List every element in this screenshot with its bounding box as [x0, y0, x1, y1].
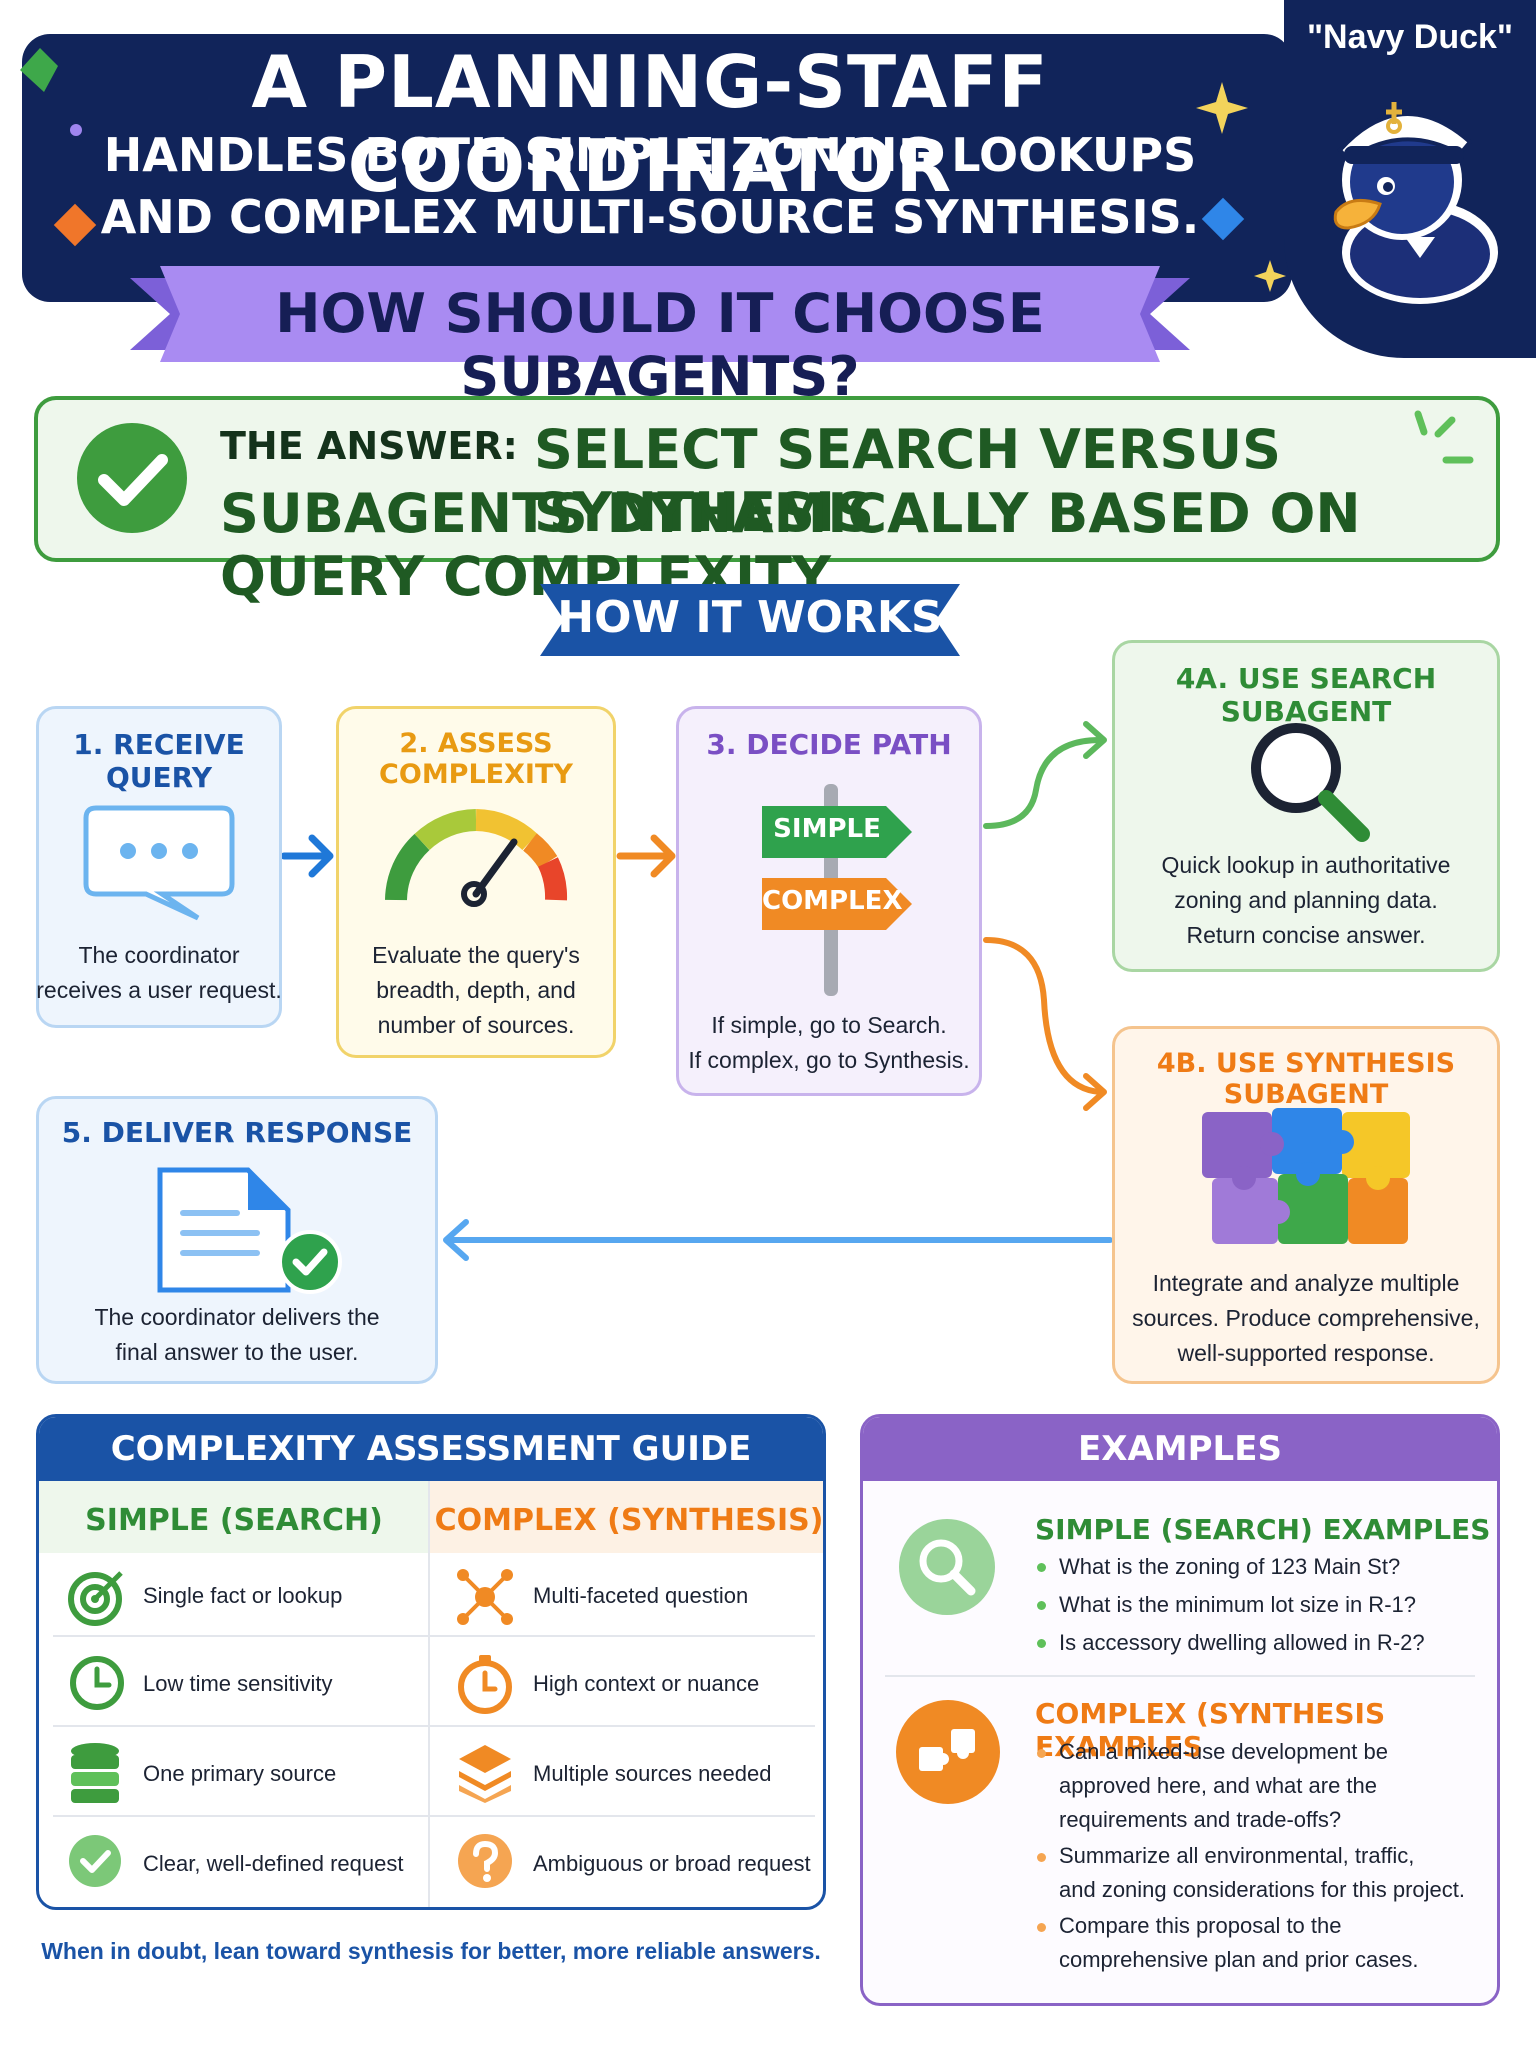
example-complex-1a: Can a mixed-use development be	[1059, 1739, 1388, 1764]
guide-title: COMPLEXITY ASSESSMENT GUIDE	[110, 1429, 752, 1469]
example-simple-1: What is the zoning of 123 Main St?	[1059, 1554, 1401, 1579]
puzzle-example-icon	[896, 1700, 1000, 1804]
guide-tip: When in doubt, lean toward synthesis for…	[41, 1938, 821, 1964]
sign-complex: COMPLEX	[762, 886, 903, 916]
clock-icon	[70, 1656, 124, 1710]
signpost-icon	[762, 784, 912, 996]
step-deliver-title: 5. DELIVER RESPONSE	[61, 1116, 413, 1149]
guide-simple-row-4: Clear, well-defined request	[143, 1851, 404, 1876]
example-complex-3a: Compare this proposal to the	[1059, 1913, 1342, 1938]
step-assess-desc-2: breadth, depth, and	[376, 977, 576, 1003]
examples-title: EXAMPLES	[1078, 1429, 1282, 1469]
arrow-to-deliver	[443, 1219, 1113, 1261]
target-icon	[68, 1571, 123, 1626]
database-icon	[71, 1743, 119, 1803]
search-example-icon	[899, 1519, 995, 1615]
answer-line-1: SELECT SEARCH VERSUS SYNTHESIS	[534, 418, 1282, 544]
examples-simple-title: SIMPLE (SEARCH) EXAMPLES	[1035, 1513, 1491, 1546]
step-decide-desc-2: If complex, go to Synthesis.	[688, 1047, 970, 1073]
guide-complex-row-4: Ambiguous or broad request	[533, 1851, 811, 1876]
guide-complex-row-1: Multi-faceted question	[533, 1583, 749, 1608]
example-simple-2: What is the minimum lot size in R-1?	[1059, 1592, 1416, 1617]
step-receive-title: 1. RECEIVE QUERY	[73, 728, 245, 794]
gauge-icon	[385, 809, 568, 907]
puzzle-icon	[1202, 1108, 1410, 1244]
step-decide-desc-1: If simple, go to Search.	[711, 1012, 947, 1038]
check-circle-icon	[77, 423, 187, 533]
step-synthesis-desc-1: Integrate and analyze multiple	[1152, 1270, 1460, 1296]
flow-arrows	[280, 721, 1113, 1261]
step-synthesis-title: 4B. USE SYNTHESIS SUBAGENT	[1156, 1048, 1456, 1110]
headline: A PLANNING-STAFF COORDINATOR	[251, 40, 1049, 208]
duck-mascot	[1333, 102, 1498, 304]
magnifier-icon	[1251, 723, 1370, 842]
headline-sub-2: AND COMPLEX MULTI-SOURCE SYNTHESIS.	[100, 190, 1200, 244]
arrow-to-search	[983, 721, 1107, 829]
example-complex-2b: and zoning considerations for this proje…	[1059, 1877, 1466, 1902]
network-icon	[457, 1569, 513, 1625]
check-circle-icon	[69, 1835, 121, 1887]
answer-label: THE ANSWER:	[220, 424, 518, 468]
answer-box	[34, 396, 1500, 562]
step-synthesis-desc-3: well-supported response.	[1177, 1340, 1435, 1366]
guide-complex-row-3: Multiple sources needed	[533, 1761, 772, 1786]
example-complex-1c: requirements and trade-offs?	[1059, 1807, 1342, 1832]
example-complex-2a: Summarize all environmental, traffic,	[1059, 1843, 1415, 1868]
how-it-works-banner	[540, 584, 960, 656]
step-search-desc-3: Return concise answer.	[1186, 922, 1426, 948]
chat-bubble-icon	[83, 805, 235, 921]
mascot-name: "Navy Duck"	[1306, 18, 1514, 56]
document-check-icon	[157, 1167, 342, 1294]
step-search-title: 4A. USE SEARCH SUBAGENT	[1175, 662, 1437, 728]
guide-simple-header: SIMPLE (SEARCH)	[85, 1503, 383, 1538]
guide-simple-row-3: One primary source	[143, 1761, 337, 1786]
example-complex-1b: approved here, and what are the	[1059, 1773, 1378, 1798]
complexity-guide: COMPLEXITY ASSESSMENT GUIDE SIMPLE (SEAR…	[36, 1414, 826, 1910]
step-deliver-desc-1: The coordinator delivers the	[94, 1304, 380, 1330]
examples-panel: EXAMPLES SIMPLE (SEARCH) EXAMPLES What i…	[860, 1414, 1500, 2006]
examples-complex-title: COMPLEX (SYNTHESIS EXAMPLES	[1035, 1697, 1386, 1763]
step-synthesis-desc-2: sources. Produce comprehensive,	[1132, 1305, 1480, 1331]
step-deliver-desc-2: final answer to the user.	[115, 1339, 359, 1365]
arrow-to-synthesis	[983, 937, 1107, 1111]
arrow-2-3	[616, 834, 676, 878]
headline-sub-1: HANDLES BOTH SIMPLE ZONING LOOKUPS	[103, 128, 1197, 182]
step-decide-title: 3. DECIDE PATH	[706, 728, 952, 761]
how-it-works-title: HOW IT WORKS	[557, 592, 943, 643]
question-ribbon	[130, 266, 1190, 362]
sign-simple: SIMPLE	[773, 814, 881, 844]
step-search-desc-1: Quick lookup in authoritative	[1161, 852, 1451, 878]
step-receive-desc-2: receives a user request.	[36, 977, 282, 1003]
arrow-1-2	[280, 834, 334, 878]
step-assess-title: 2. ASSESS COMPLEXITY	[379, 728, 573, 790]
layers-icon	[459, 1745, 511, 1803]
stopwatch-icon	[458, 1655, 512, 1714]
guide-complex-header: COMPLEX (SYNTHESIS)	[434, 1503, 824, 1538]
question-icon	[458, 1834, 512, 1888]
step-search-desc-2: zoning and planning data.	[1174, 887, 1438, 913]
guide-simple-row-1: Single fact or lookup	[143, 1583, 343, 1608]
step-receive-desc-1: The coordinator	[78, 942, 240, 968]
step-assess-desc-1: Evaluate the query's	[372, 942, 580, 968]
sparkle-icon	[1414, 410, 1474, 464]
confetti-decoration	[20, 48, 1286, 292]
example-simple-3: Is accessory dwelling allowed in R-2?	[1059, 1630, 1425, 1655]
guide-complex-row-2: High context or nuance	[533, 1671, 760, 1696]
guide-simple-row-2: Low time sensitivity	[143, 1671, 333, 1696]
example-complex-3b: comprehensive plan and prior cases.	[1059, 1947, 1419, 1972]
step-assess-desc-3: number of sources.	[377, 1012, 575, 1038]
title-banner	[22, 34, 1292, 302]
